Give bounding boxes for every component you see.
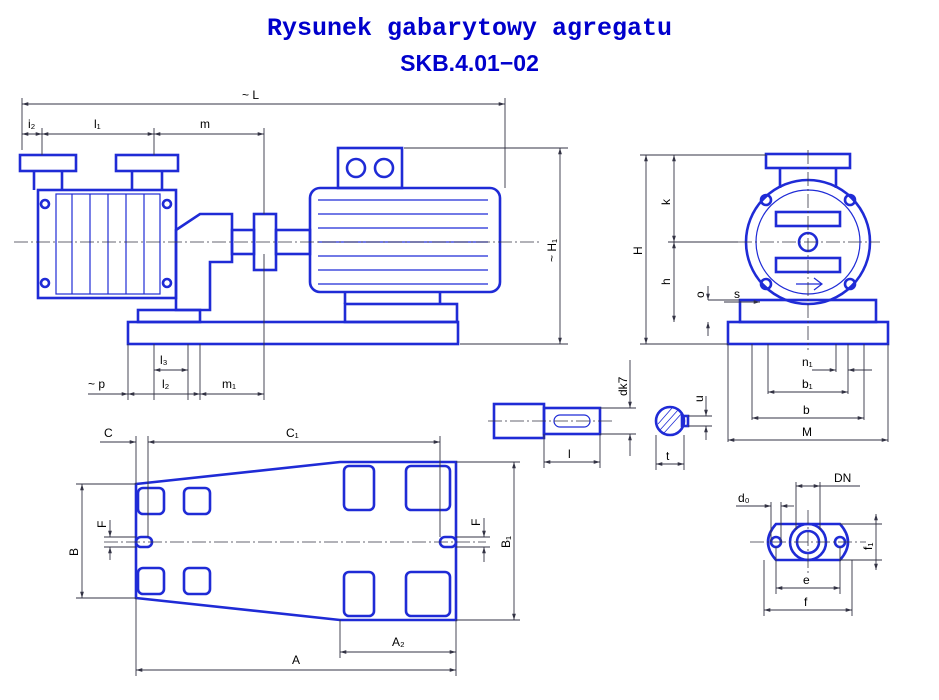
base-plate-outline: [134, 460, 458, 622]
dim-B1: B₁: [499, 536, 513, 548]
dim-DN: DN: [834, 471, 851, 485]
mount-hole: [404, 464, 452, 512]
dim-l: l: [568, 447, 571, 461]
flange-dimensions: DN d₀ f₁ e f: [736, 471, 882, 616]
dim-l2: l₂: [162, 377, 170, 391]
base-frame: [126, 320, 460, 346]
mount-hole: [404, 570, 452, 618]
dim-s: s: [734, 287, 740, 301]
dim-F-left: F: [95, 521, 109, 528]
motor-body: [308, 186, 502, 294]
terminal-box: [336, 146, 404, 190]
pump-foot: [136, 308, 202, 324]
dim-b: b: [803, 403, 810, 417]
dim-F-right: F: [469, 519, 483, 526]
dim-u: u: [692, 395, 706, 402]
suction-flange: [18, 153, 78, 173]
dim-i2: i₂: [28, 117, 36, 131]
shaft-detail: dk7 l t u: [488, 360, 712, 470]
base-plan-view: [104, 460, 486, 622]
base-plan-dimensions: C C₁ B F F B₁ A₂ A: [67, 426, 520, 676]
dim-o: o: [693, 291, 707, 298]
front-view: [726, 150, 890, 350]
flange-detail: [750, 510, 866, 574]
dim-t: t: [666, 449, 670, 463]
dim-H1: ~ H₁: [545, 239, 559, 262]
dim-C: C: [104, 426, 113, 440]
mount-hole: [136, 486, 166, 516]
front-view-dimensions: H k h o s n₁ b₁ b M: [631, 154, 889, 442]
dim-l1: l₁: [94, 117, 101, 131]
dim-dk7: dk7: [616, 376, 630, 396]
drawing-subtitle: SKB.4.01−02: [400, 50, 539, 76]
dim-A2: A₂: [392, 635, 405, 649]
dim-n1: n₁: [802, 355, 813, 369]
dim-f1: f₁: [861, 543, 875, 550]
discharge-flange: [114, 153, 180, 173]
dim-e: e: [803, 573, 810, 587]
dim-C1: C₁: [286, 426, 299, 440]
mount-hole: [342, 464, 376, 512]
dim-A: A: [292, 653, 300, 667]
dim-H: H: [631, 246, 645, 255]
dim-L: ~ L: [242, 88, 259, 102]
dim-M: M: [802, 425, 812, 439]
mount-hole: [182, 566, 212, 596]
dim-b1: b₁: [802, 377, 813, 391]
pump-housing: [36, 188, 178, 300]
shaft-section: [654, 405, 686, 437]
dim-k: k: [659, 198, 673, 205]
dim-h: h: [659, 278, 673, 285]
mount-hole: [342, 570, 376, 618]
mount-hole: [136, 566, 166, 596]
dim-f: f: [804, 595, 808, 609]
motor-foot: [343, 302, 459, 324]
cable-gland: [373, 157, 395, 179]
dim-m1: m₁: [222, 377, 236, 391]
cable-gland: [345, 157, 367, 179]
dim-B: B: [67, 548, 81, 556]
dim-m: m: [200, 117, 210, 131]
drawing-title: Rysunek gabarytowy agregatu: [266, 14, 673, 43]
mount-hole: [182, 486, 212, 516]
dim-p: ~ p: [88, 377, 105, 391]
bearing-bracket: [174, 212, 234, 312]
side-view: [14, 146, 540, 346]
side-view-dimensions: ~ L i₂ l₁ m ~ H₁ l₃ ~ p l₂ m₁: [21, 88, 568, 400]
dim-l3: l₃: [160, 353, 168, 367]
dim-d0: d₀: [738, 491, 750, 505]
